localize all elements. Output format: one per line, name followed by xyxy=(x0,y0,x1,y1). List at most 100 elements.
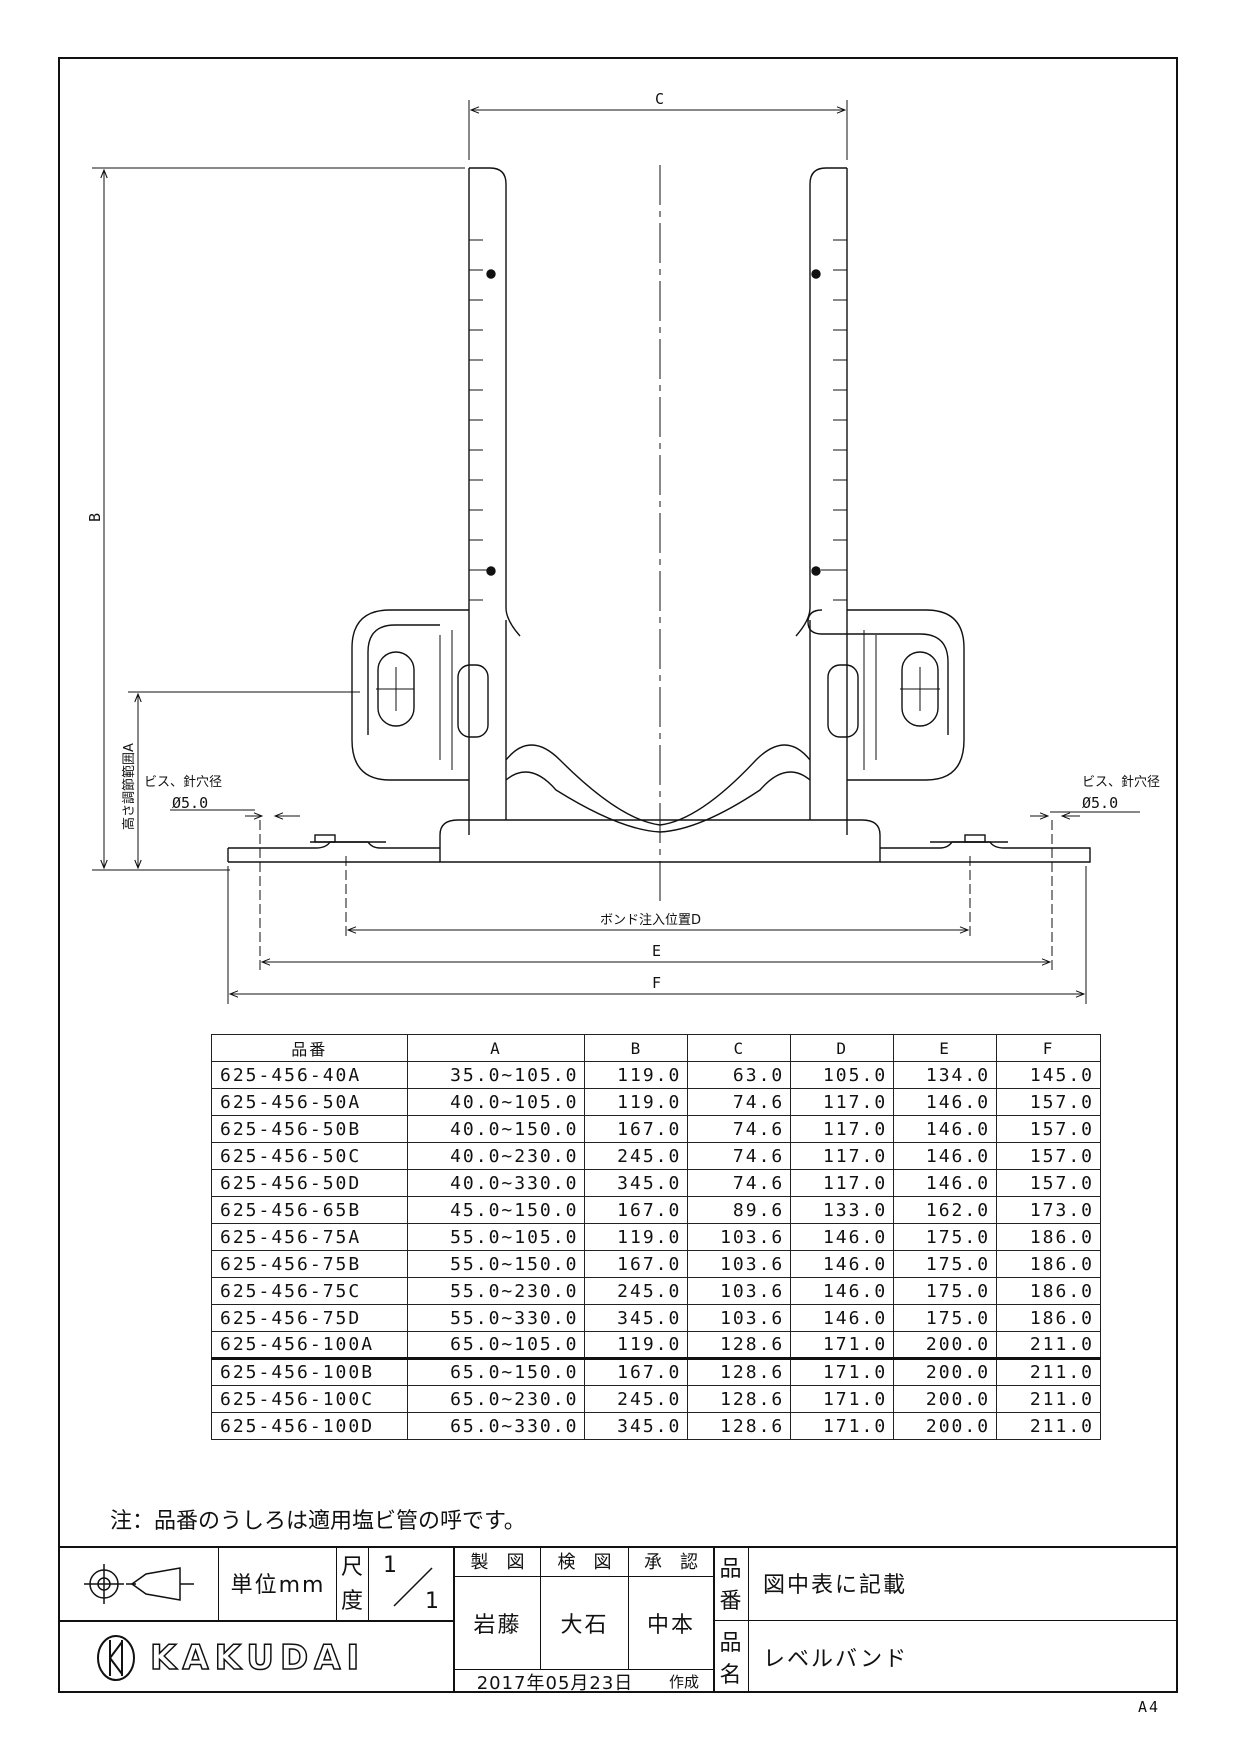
value-cell: 245.0 xyxy=(584,1385,689,1413)
sheet-size: A4 xyxy=(1138,1698,1161,1716)
marker-dot xyxy=(811,566,821,576)
dim-e-label: E xyxy=(652,942,661,960)
value-cell: 128.6 xyxy=(687,1412,792,1440)
value-cell: 200.0 xyxy=(893,1412,998,1440)
drawn-by: 岩藤 xyxy=(473,1613,522,1638)
part-number-cell: 625-456-100A xyxy=(211,1331,408,1359)
marker-dot xyxy=(486,566,496,576)
value-cell: 173.0 xyxy=(996,1196,1101,1224)
right-clamp xyxy=(847,609,965,781)
value-cell: 65.0~105.0 xyxy=(406,1331,586,1359)
value-cell: 157.0 xyxy=(996,1088,1101,1116)
value-cell: 245.0 xyxy=(584,1277,689,1305)
value-cell: 162.0 xyxy=(893,1196,998,1224)
value-cell: 245.0 xyxy=(584,1142,689,1170)
part-number-cell: 625-456-65B xyxy=(211,1196,408,1224)
screw-note-right-2: Ø5.0 xyxy=(1082,794,1118,812)
value-cell: 186.0 xyxy=(996,1277,1101,1305)
marker-dot xyxy=(811,269,821,279)
marker-dot xyxy=(486,269,496,279)
dim-d-label: ボンド注入位置D xyxy=(600,913,701,928)
part-number-cell: 625-456-75D xyxy=(211,1304,408,1332)
header-c: C xyxy=(687,1034,792,1062)
part-no-label-2: 番 xyxy=(719,1589,744,1614)
left-clamp xyxy=(351,609,469,781)
value-cell: 167.0 xyxy=(584,1115,689,1143)
base-center xyxy=(439,819,881,863)
title-block: 単位mm 尺 度 1 1 製 図 検 図 承 認 岩藤 大石 中本 2017年0… xyxy=(58,1546,1178,1694)
dim-c-label: C xyxy=(655,90,664,108)
value-cell: 345.0 xyxy=(584,1169,689,1197)
value-cell: 146.0 xyxy=(893,1142,998,1170)
checked-label: 検 図 xyxy=(557,1552,612,1573)
value-cell: 146.0 xyxy=(790,1223,895,1251)
value-cell: 157.0 xyxy=(996,1115,1101,1143)
footnote: 注：品番のうしろは適用塩ビ管の呼です。 xyxy=(110,1509,526,1534)
drawing-date: 2017年05月23日 xyxy=(476,1672,634,1694)
part-number-cell: 625-456-75A xyxy=(211,1223,408,1251)
drawn-label: 製 図 xyxy=(470,1552,525,1573)
header-b: B xyxy=(584,1034,689,1062)
value-cell: 89.6 xyxy=(687,1196,792,1224)
value-cell: 40.0~330.0 xyxy=(406,1169,586,1197)
value-cell: 171.0 xyxy=(790,1357,895,1386)
value-cell: 134.0 xyxy=(893,1061,998,1089)
part-number-cell: 625-456-100B xyxy=(211,1357,408,1386)
value-cell: 40.0~150.0 xyxy=(406,1115,586,1143)
value-cell: 117.0 xyxy=(790,1088,895,1116)
part-no-value: 図中表に記載 xyxy=(763,1573,908,1598)
value-cell: 175.0 xyxy=(893,1277,998,1305)
value-cell: 63.0 xyxy=(687,1061,792,1089)
value-cell: 55.0~230.0 xyxy=(406,1277,586,1305)
brand-name: KAKUDAI xyxy=(149,1637,366,1679)
part-number-cell: 625-456-75C xyxy=(211,1277,408,1305)
value-cell: 211.0 xyxy=(996,1331,1101,1359)
scale-label-2: 度 xyxy=(340,1589,365,1614)
part-number-cell: 625-456-50A xyxy=(211,1088,408,1116)
value-cell: 157.0 xyxy=(996,1142,1101,1170)
value-cell: 74.6 xyxy=(687,1088,792,1116)
value-cell: 171.0 xyxy=(790,1385,895,1413)
value-cell: 211.0 xyxy=(996,1357,1101,1386)
kakudai-logo-icon xyxy=(97,1635,135,1681)
header-a: A xyxy=(406,1034,586,1062)
screw-note-left-1: ビス、針穴径 xyxy=(144,775,222,790)
value-cell: 145.0 xyxy=(996,1061,1101,1089)
value-cell: 40.0~230.0 xyxy=(406,1142,586,1170)
dim-f-label: F xyxy=(652,974,661,992)
part-name-value: レベルバンド xyxy=(763,1647,909,1672)
value-cell: 345.0 xyxy=(584,1304,689,1332)
screw-note-left-2: Ø5.0 xyxy=(172,794,208,812)
value-cell: 103.6 xyxy=(687,1223,792,1251)
header-e: E xyxy=(893,1034,998,1062)
value-cell: 186.0 xyxy=(996,1223,1101,1251)
value-cell: 157.0 xyxy=(996,1169,1101,1197)
header-d: D xyxy=(790,1034,895,1062)
drawing-frame xyxy=(58,57,1178,1693)
approved-by: 中本 xyxy=(646,1613,695,1638)
value-cell: 146.0 xyxy=(893,1115,998,1143)
value-cell: 211.0 xyxy=(996,1385,1101,1413)
value-cell: 105.0 xyxy=(790,1061,895,1089)
value-cell: 117.0 xyxy=(790,1115,895,1143)
value-cell: 103.6 xyxy=(687,1250,792,1278)
value-cell: 200.0 xyxy=(893,1331,998,1359)
dim-b-label: B xyxy=(86,513,104,522)
created-label: 作成 xyxy=(668,1673,699,1691)
header-part-no: 品番 xyxy=(211,1034,408,1062)
value-cell: 167.0 xyxy=(584,1357,689,1386)
value-cell: 117.0 xyxy=(790,1169,895,1197)
value-cell: 171.0 xyxy=(790,1412,895,1440)
value-cell: 103.6 xyxy=(687,1277,792,1305)
part-number-cell: 625-456-100D xyxy=(211,1412,408,1440)
value-cell: 345.0 xyxy=(584,1412,689,1440)
value-cell: 128.6 xyxy=(687,1331,792,1359)
part-number-cell: 625-456-50C xyxy=(211,1142,408,1170)
part-name-label-1: 品 xyxy=(719,1631,744,1656)
dim-a-label: 高さ調節範囲A xyxy=(121,743,137,830)
